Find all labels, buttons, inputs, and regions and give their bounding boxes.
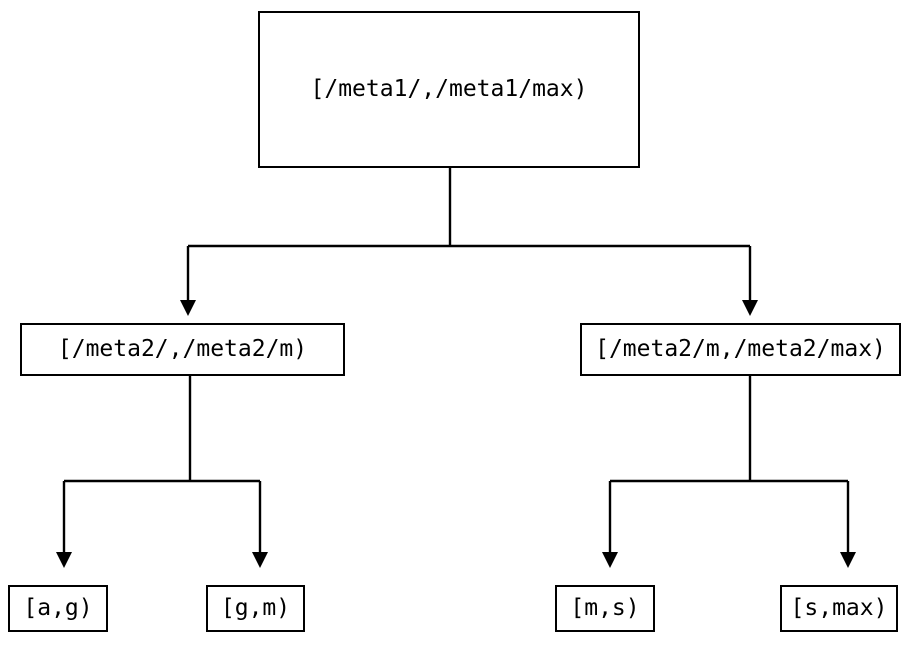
node-root-label: [/meta1/,/meta1/max)	[310, 76, 588, 102]
arrowhead-midleft-to-leaf-1	[252, 552, 268, 568]
edge-midleft-to-leaf-bar	[62, 376, 262, 552]
edge-root-to-mid-bar	[186, 168, 752, 300]
arrowhead-midright-to-leaf-3	[840, 552, 856, 568]
node-mid-left-label: [/meta2/,/meta2/m)	[57, 336, 308, 362]
edge-midright-to-leaf-bar	[608, 376, 850, 552]
node-mid-right: [/meta2/m,/meta2/max)	[580, 323, 901, 376]
node-leaf-2: [m,s)	[555, 585, 655, 632]
arrowhead-midright-to-leaf-2	[602, 552, 618, 568]
node-mid-right-label: [/meta2/m,/meta2/max)	[595, 336, 886, 362]
node-leaf-2-label: [m,s)	[570, 595, 640, 621]
arrowhead-root-to-mid-left	[180, 300, 196, 316]
arrowhead-midleft-to-leaf-0	[56, 552, 72, 568]
node-leaf-0-label: [a,g)	[23, 595, 93, 621]
node-leaf-3: [s,max)	[780, 585, 898, 632]
node-leaf-1: [g,m)	[206, 585, 305, 632]
node-mid-left: [/meta2/,/meta2/m)	[20, 323, 345, 376]
node-root: [/meta1/,/meta1/max)	[258, 11, 640, 168]
node-leaf-0: [a,g)	[8, 585, 108, 632]
arrowhead-root-to-mid-right	[742, 300, 758, 316]
node-leaf-1-label: [g,m)	[220, 595, 291, 621]
node-leaf-3-label: [s,max)	[790, 595, 888, 621]
